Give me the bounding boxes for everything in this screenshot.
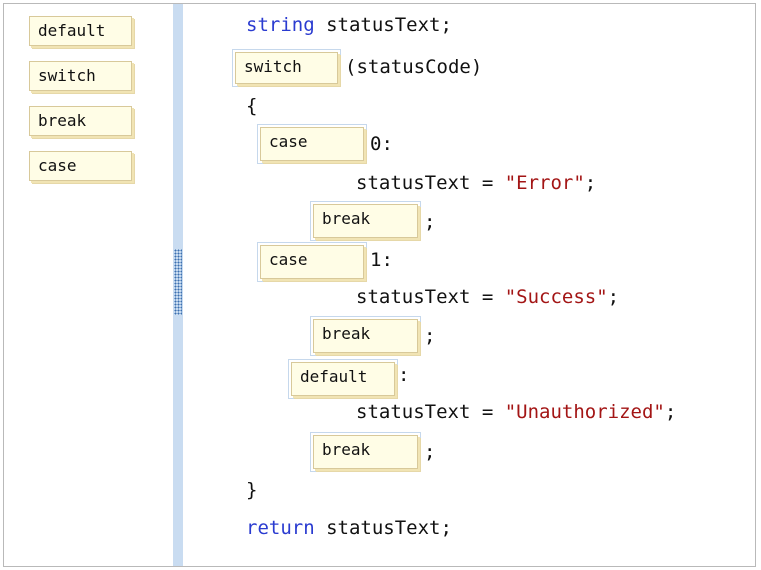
assign-unauthorized-line: statusText = "Unauthorized"; — [356, 400, 676, 424]
string-success: "Success" — [504, 286, 608, 308]
assign-unauthorized-lhs: statusText = — [356, 401, 505, 423]
splitter-grip-icon[interactable] — [174, 249, 182, 315]
default-colon: : — [398, 364, 410, 386]
palette-tile-case[interactable]: case — [29, 151, 132, 181]
switch-expression: (statusCode) — [345, 56, 483, 78]
declaration-rest: statusText; — [314, 14, 452, 36]
case-0-label: 0: — [370, 133, 393, 155]
placed-tile-break-1[interactable]: break — [313, 319, 418, 353]
palette-tile-switch[interactable]: switch — [29, 61, 132, 91]
break-2-semicolon: ; — [424, 441, 436, 463]
drop-slot-break-2[interactable]: break — [310, 432, 421, 472]
assign-error-lhs: statusText = — [356, 172, 505, 194]
open-brace: { — [246, 95, 258, 117]
drop-slot-switch[interactable]: switch — [232, 49, 341, 87]
drop-slot-break-1[interactable]: break — [310, 316, 421, 356]
code-line-declaration: string statusText; — [246, 13, 452, 37]
assign-error-line: statusText = "Error"; — [356, 171, 596, 195]
keyword-return: return — [246, 517, 315, 539]
drop-slot-case-0[interactable]: case — [257, 124, 367, 164]
string-unauthorized: "Unauthorized" — [504, 401, 665, 423]
keyword-string: string — [246, 14, 315, 36]
assign-success-end: ; — [607, 286, 620, 308]
placed-tile-break-2[interactable]: break — [313, 435, 418, 469]
break-1-semicolon: ; — [424, 325, 436, 347]
close-brace: } — [246, 479, 258, 501]
answer-palette: default switch break case — [4, 4, 170, 566]
return-rest: statusText; — [314, 517, 452, 539]
assign-error-end: ; — [584, 172, 597, 194]
palette-tile-default[interactable]: default — [29, 16, 132, 46]
drop-slot-case-1[interactable]: case — [257, 242, 367, 282]
code-line-return: return statusText; — [246, 516, 452, 540]
assign-success-line: statusText = "Success"; — [356, 285, 619, 309]
placed-tile-switch[interactable]: switch — [235, 52, 338, 84]
case-1-label: 1: — [370, 249, 393, 271]
palette-tile-break[interactable]: break — [29, 106, 132, 136]
placed-tile-default[interactable]: default — [291, 362, 395, 396]
placed-tile-break-0[interactable]: break — [313, 204, 418, 238]
panel-divider[interactable] — [173, 4, 183, 566]
string-error: "Error" — [504, 172, 585, 194]
drop-slot-break-0[interactable]: break — [310, 201, 421, 241]
assign-unauthorized-end: ; — [664, 401, 677, 423]
break-0-semicolon: ; — [424, 211, 436, 233]
placed-tile-case-1[interactable]: case — [260, 245, 364, 279]
assign-success-lhs: statusText = — [356, 286, 505, 308]
drop-slot-default[interactable]: default — [288, 359, 398, 399]
placed-tile-case-0[interactable]: case — [260, 127, 364, 161]
drag-drop-question-frame: default switch break case string statusT… — [3, 3, 756, 567]
